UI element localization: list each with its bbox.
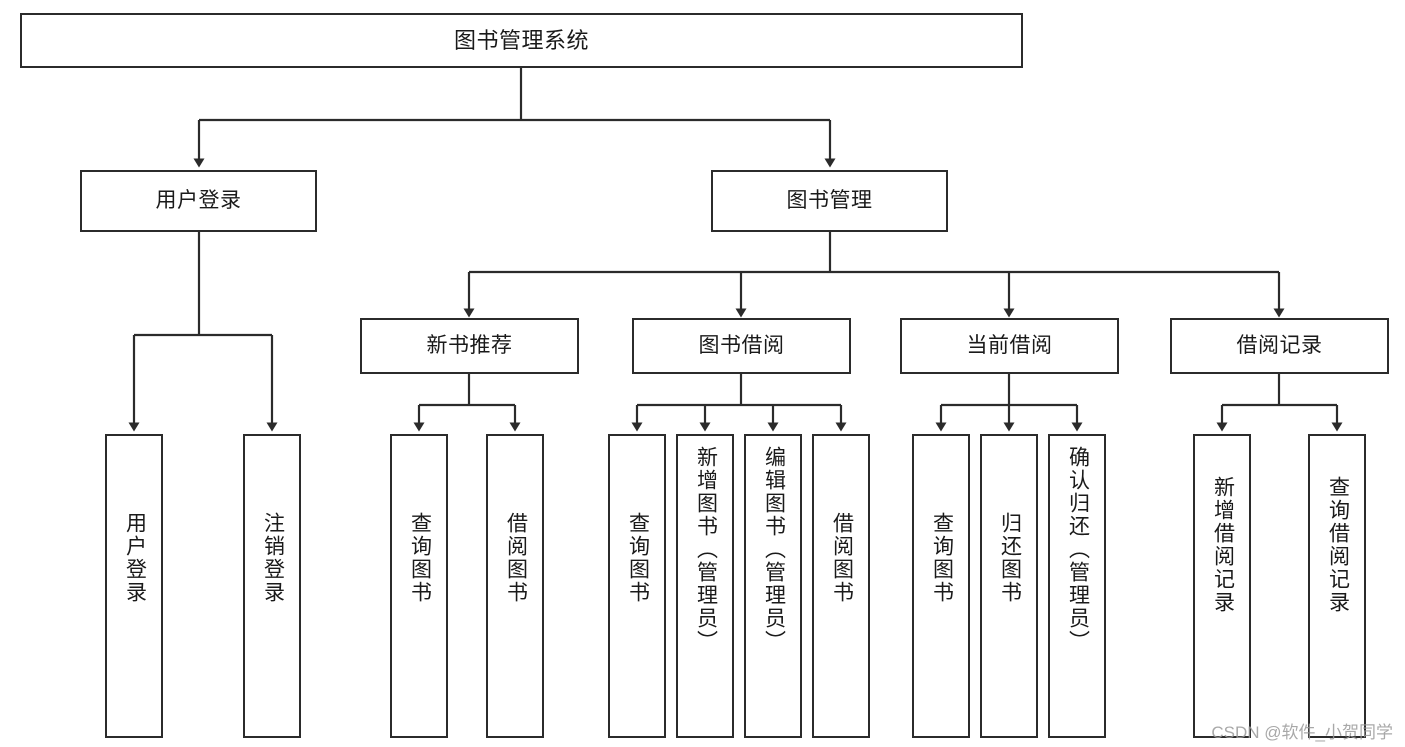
leaf-book-borrow-1[interactable]: 新增图书（管理员） (676, 434, 734, 738)
leaf-borrow-record-1[interactable]: 查询借阅记录 (1308, 434, 1366, 738)
leaf-new-book-1[interactable]: 借阅图书 (486, 434, 544, 738)
leaf-book-borrow-2[interactable]: 编辑图书（管理员） (744, 434, 802, 738)
node-label: 图书管理 (786, 188, 873, 212)
node-label: 新增图书（管理员） (694, 446, 718, 653)
leaf-book-borrow-3[interactable]: 借阅图书 (812, 434, 870, 738)
leaf-current-borrow-2[interactable]: 确认归还（管理员） (1048, 434, 1106, 738)
watermark-text: CSDN @软件_小贺同学 (1211, 723, 1393, 742)
leaf-book-borrow-0[interactable]: 查询图书 (608, 434, 666, 738)
node-root-book-management-system[interactable]: 图书管理系统 (20, 13, 1023, 68)
node-label: 新书推荐 (426, 333, 513, 357)
node-label: 查询图书 (408, 512, 432, 604)
node-label: 借阅图书 (830, 512, 854, 604)
node-label: 图书借阅 (698, 333, 785, 357)
node-book-management[interactable]: 图书管理 (711, 170, 948, 232)
node-current-borrow[interactable]: 当前借阅 (900, 318, 1119, 374)
node-label: 借阅图书 (504, 512, 528, 604)
node-label: 新增借阅记录 (1211, 476, 1235, 614)
node-borrow-record[interactable]: 借阅记录 (1170, 318, 1389, 374)
node-label: 查询图书 (626, 512, 650, 604)
node-label: 归还图书 (998, 512, 1022, 604)
leaf-new-book-0[interactable]: 查询图书 (390, 434, 448, 738)
node-book-borrow[interactable]: 图书借阅 (632, 318, 851, 374)
node-label: 图书管理系统 (453, 27, 589, 53)
node-new-book-recommend[interactable]: 新书推荐 (360, 318, 579, 374)
node-label: 借阅记录 (1236, 333, 1323, 357)
node-label: 用户登录 (123, 512, 147, 604)
node-user-login[interactable]: 用户登录 (80, 170, 317, 232)
node-label: 确认归还（管理员） (1066, 446, 1090, 653)
node-label: 当前借阅 (966, 333, 1053, 357)
node-label: 查询借阅记录 (1326, 476, 1350, 614)
leaf-user-login-1[interactable]: 注销登录 (243, 434, 301, 738)
node-label: 查询图书 (930, 512, 954, 604)
node-label: 注销登录 (261, 512, 285, 604)
leaf-borrow-record-0[interactable]: 新增借阅记录 (1193, 434, 1251, 738)
node-label: 编辑图书（管理员） (762, 446, 786, 653)
node-label: 用户登录 (155, 188, 242, 212)
leaf-current-borrow-0[interactable]: 查询图书 (912, 434, 970, 738)
leaf-current-borrow-1[interactable]: 归还图书 (980, 434, 1038, 738)
leaf-user-login-0[interactable]: 用户登录 (105, 434, 163, 738)
